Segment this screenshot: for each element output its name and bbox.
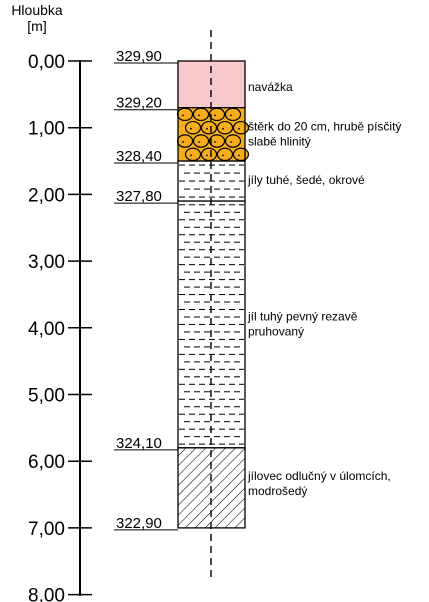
gravel-dot bbox=[206, 127, 208, 130]
gravel-pebble bbox=[192, 107, 210, 122]
layer-description: navážka bbox=[248, 80, 293, 94]
depth-tick-label: 6,00 bbox=[28, 452, 65, 473]
gravel-pebble bbox=[176, 134, 194, 148]
elevation-label: 327,80 bbox=[116, 188, 162, 205]
gravel-pebble bbox=[184, 147, 202, 162]
layer-description: modrošedý bbox=[248, 484, 307, 498]
layer-description: jílovec odlučný v úlomcích, bbox=[247, 469, 391, 483]
gravel-pebble bbox=[224, 107, 242, 122]
depth-tick-label: 0,00 bbox=[28, 52, 65, 73]
layer-description: pruhovaný bbox=[248, 324, 304, 338]
gravel-dot bbox=[222, 154, 224, 157]
layer-description: štěrk do 20 cm, hrubě písčitý bbox=[248, 120, 401, 134]
gravel-dot bbox=[238, 127, 240, 130]
depth-tick-label: 5,00 bbox=[28, 386, 65, 407]
gravel-pebble bbox=[216, 147, 234, 162]
gravel-dot bbox=[214, 141, 216, 143]
gravel-dot bbox=[214, 114, 216, 117]
gravel-pebble bbox=[200, 120, 218, 135]
gravel-dot bbox=[222, 127, 224, 130]
depth-tick-label: 1,00 bbox=[28, 119, 65, 140]
layer-description: jíly tuhé, šedé, okrové bbox=[247, 173, 365, 187]
layer-descriptions: navážka štěrk do 20 cm, hrubě písčitýslab… bbox=[247, 80, 401, 498]
gravel-dot bbox=[182, 114, 184, 117]
layer-column bbox=[176, 60, 250, 529]
gravel-pebble bbox=[232, 120, 250, 135]
elevation-label: 328,40 bbox=[116, 148, 162, 165]
depth-tick-label: 4,00 bbox=[28, 319, 65, 340]
gravel-pebble bbox=[192, 134, 210, 148]
depth-ticks: 0,00 1,00 2,00 3,00 4,00 5,00 6,00 7,00 8,00 bbox=[28, 52, 92, 602]
elevation-label: 329,90 bbox=[116, 48, 162, 65]
layer-description: slabě hlinitý bbox=[248, 135, 311, 149]
depth-tick-label: 7,00 bbox=[28, 519, 65, 540]
elevation-label: 329,20 bbox=[116, 95, 162, 112]
axis-title: Hloubka bbox=[11, 2, 63, 18]
elevation-label: 322,90 bbox=[116, 515, 162, 532]
elevation-labels: 329,90 329,20 328,40 327,80 324,10 322,90 bbox=[114, 48, 178, 532]
axis-unit: [m] bbox=[27, 18, 46, 34]
gravel-dot bbox=[230, 114, 232, 117]
gravel-pebble bbox=[176, 107, 194, 122]
gravel-pebble bbox=[232, 147, 250, 162]
layer-description: jíl tuhý pevný rezavě bbox=[247, 309, 358, 323]
gravel-pebble bbox=[184, 120, 202, 135]
gravel-dot bbox=[206, 154, 208, 157]
gravel-pebble bbox=[200, 147, 218, 162]
depth-tick-label: 8,00 bbox=[28, 586, 65, 602]
depth-tick-label: 2,00 bbox=[28, 185, 65, 206]
gravel-dot bbox=[190, 127, 192, 130]
gravel-pebble bbox=[208, 107, 226, 122]
gravel-dot bbox=[182, 141, 184, 143]
gravel-pebble bbox=[224, 134, 242, 148]
gravel-dot bbox=[238, 154, 240, 157]
layer-gravel bbox=[176, 107, 250, 162]
depth-tick-label: 3,00 bbox=[28, 252, 65, 273]
gravel-dot bbox=[190, 154, 192, 157]
layer-clay-grey-ochre bbox=[177, 160, 246, 202]
gravel-pebble bbox=[208, 134, 226, 148]
gravel-pebble bbox=[216, 120, 234, 135]
gravel-dot bbox=[198, 141, 200, 143]
elevation-label: 324,10 bbox=[116, 435, 162, 452]
gravel-dot bbox=[230, 141, 232, 143]
gravel-dot bbox=[198, 114, 200, 117]
